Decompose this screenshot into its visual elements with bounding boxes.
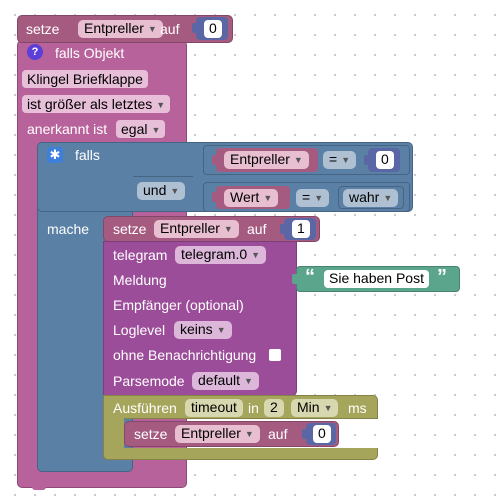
and-operator-dropdown[interactable]: und▼ [137, 182, 186, 200]
timeout-name-value: timeout [191, 399, 237, 415]
timeout-amount-value: 2 [270, 399, 278, 415]
set-var-label: Entpreller [84, 20, 144, 36]
trigger-block-bottom-notch [32, 486, 46, 490]
trigger-ack-value: egal [121, 121, 148, 137]
compare-var-connector-2 [212, 192, 217, 202]
and-operator-label: und [143, 182, 167, 198]
set-suffix-label: auf [247, 221, 267, 237]
number-field[interactable]: 1 [292, 220, 310, 238]
trigger-block-bottom [17, 470, 187, 488]
quote-open-icon: “ [305, 266, 315, 288]
telegram-instance-dropdown[interactable]: telegram.0▼ [175, 246, 267, 264]
message-text: Sie haben Post [329, 270, 424, 286]
number-field[interactable]: 0 [204, 20, 222, 38]
set-var-dropdown[interactable]: Entpreller▼ [154, 220, 239, 238]
boolean-dropdown[interactable]: wahr▼ [343, 189, 399, 207]
number-field[interactable]: 0 [313, 425, 331, 443]
chevron-down-icon: ▼ [293, 155, 303, 165]
parsemode-dropdown[interactable]: default▼ [192, 372, 259, 390]
chevron-down-icon: ▼ [216, 325, 226, 335]
trigger-condition-label: ist größer als letztes [27, 96, 153, 112]
message-text-field[interactable]: Sie haben Post [324, 270, 429, 288]
trigger-title: falls Objekt [55, 45, 125, 61]
parsemode-value: default [198, 372, 241, 388]
compare-op-label-2: = [302, 189, 311, 205]
set-prefix-label: setze [113, 221, 147, 237]
set-var-label: Entpreller [160, 220, 220, 236]
compare-var-dropdown-1[interactable]: Entpreller▼ [224, 151, 309, 169]
chevron-down-icon: ▼ [341, 155, 351, 165]
timeout-block-bottom [103, 448, 378, 460]
set-var-label: Entpreller [181, 425, 241, 441]
chevron-down-icon: ▼ [383, 193, 393, 203]
silent-label: ohne Benachrichtigung [113, 347, 257, 363]
loglevel-dropdown[interactable]: keins▼ [174, 321, 232, 339]
silent-checkbox[interactable] [269, 349, 281, 361]
telegram-label: telegram [113, 247, 168, 263]
chevron-down-icon: ▼ [151, 125, 161, 135]
chevron-down-icon: ▼ [314, 193, 324, 203]
number-value: 1 [297, 220, 305, 236]
timeout-prefix-label: Ausführen [113, 400, 177, 416]
number-connector [302, 429, 307, 439]
trigger-condition-dropdown[interactable]: ist größer als letztes▼ [22, 95, 171, 113]
chevron-down-icon: ▼ [170, 186, 180, 196]
compare-var-label-1: Entpreller [230, 151, 290, 167]
quote-close-icon: ” [437, 266, 447, 288]
number-value: 0 [318, 425, 326, 441]
set-var-dropdown[interactable]: Entpreller▼ [175, 425, 260, 443]
if-block-inner-divider [133, 176, 193, 177]
chevron-down-icon: ▼ [147, 24, 157, 34]
trigger-ack-label: anerkannt ist [27, 121, 108, 137]
compare-value-field-1[interactable]: 0 [376, 151, 394, 169]
timeout-name-field[interactable]: timeout [185, 399, 243, 417]
set-suffix-label: auf [160, 21, 180, 37]
set-var-dropdown[interactable]: Entpreller▼ [78, 20, 163, 38]
telegram-block[interactable] [103, 241, 297, 396]
timeout-unit-dropdown[interactable]: Min▼ [291, 399, 339, 417]
compare-var-label-2: Wert [230, 189, 260, 205]
if-label: falls [75, 147, 100, 163]
do-label: mache [47, 221, 90, 237]
parsemode-label: Parsemode [113, 373, 185, 389]
chevron-down-icon: ▼ [223, 224, 233, 234]
loglevel-label: Loglevel [113, 322, 166, 338]
number-connector [364, 155, 369, 165]
number-connector [192, 23, 197, 33]
telegram-instance-value: telegram.0 [181, 246, 248, 262]
timeout-amount-field[interactable]: 2 [264, 399, 284, 417]
compare-op-dropdown-2[interactable]: =▼ [296, 189, 330, 207]
gear-icon[interactable]: ✱ [47, 147, 63, 163]
set-suffix-label: auf [268, 426, 288, 442]
recipient-label: Empfänger (optional) [113, 297, 244, 313]
number-value: 0 [209, 20, 217, 36]
chevron-down-icon: ▼ [323, 403, 333, 413]
chevron-down-icon: ▼ [156, 100, 166, 110]
message-label: Meldung [113, 272, 167, 288]
trigger-object-field[interactable]: Klingel Briefklappe [22, 70, 148, 88]
set-prefix-label: setze [134, 426, 168, 442]
loglevel-value: keins [180, 321, 213, 337]
number-connector [280, 224, 285, 234]
trigger-object-label: Klingel Briefklappe [27, 71, 143, 87]
chevron-down-icon: ▼ [244, 429, 254, 439]
trigger-ack-dropdown[interactable]: egal▼ [116, 120, 166, 138]
question-icon[interactable]: ? [27, 44, 43, 60]
compare-var-connector-1 [212, 155, 217, 165]
compare-op-dropdown-1[interactable]: =▼ [323, 151, 357, 169]
text-connector [292, 274, 297, 284]
compare-op-label-1: = [329, 151, 338, 167]
compare-var-dropdown-2[interactable]: Wert▼ [224, 189, 279, 207]
timeout-unit-value: Min [297, 399, 320, 415]
chevron-down-icon: ▼ [251, 250, 261, 260]
chevron-down-icon: ▼ [244, 376, 253, 386]
compare-value-1: 0 [381, 151, 389, 167]
timeout-ms-label: ms [348, 400, 367, 416]
set-prefix-label: setze [26, 21, 60, 37]
chevron-down-icon: ▼ [263, 193, 273, 203]
timeout-in-label: in [248, 400, 259, 416]
boolean-value: wahr [349, 189, 380, 205]
